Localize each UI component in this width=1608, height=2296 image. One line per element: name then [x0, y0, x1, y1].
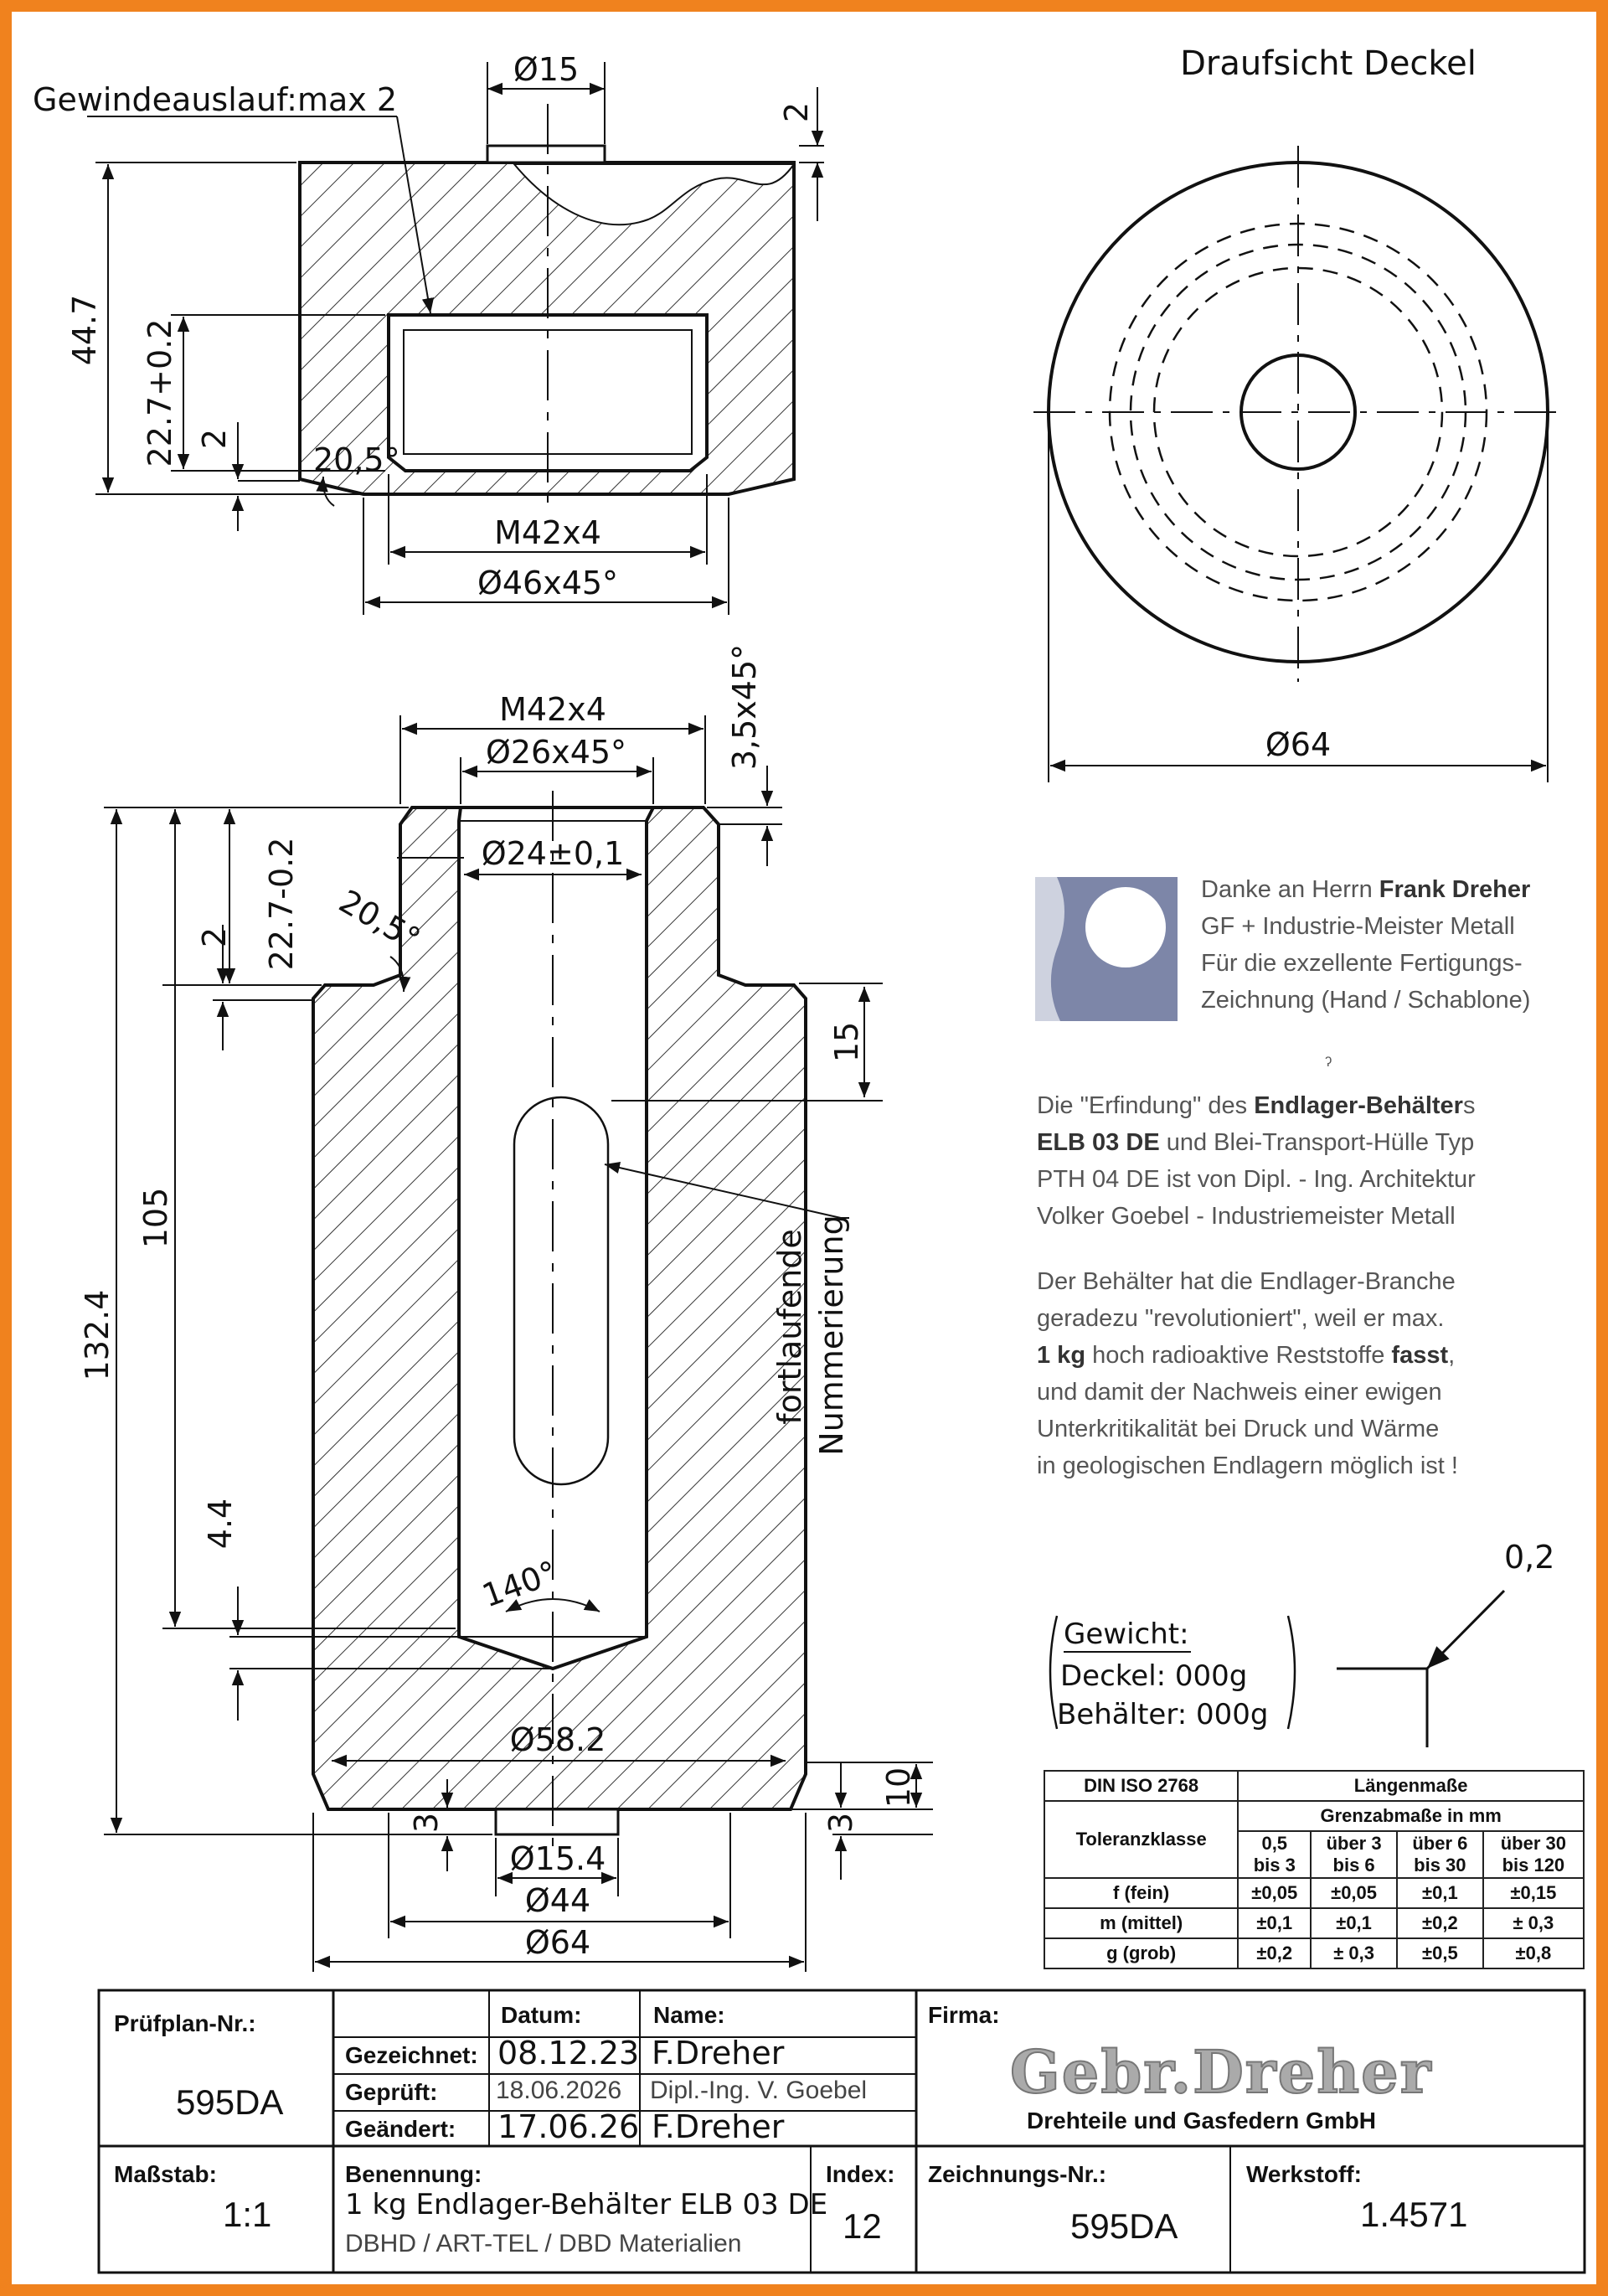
- dim-body-chamfer35: 3,5x45°: [726, 644, 763, 770]
- body-section: [312, 791, 807, 1855]
- dim-body-note-1: fortlaufende: [771, 1229, 808, 1424]
- dim-body-h3-left: 3: [408, 1813, 445, 1833]
- dim-body-note-2: Nummerierung: [813, 1215, 850, 1455]
- weight-title: Gewicht:: [1064, 1618, 1189, 1651]
- massstab-value: 1:1: [223, 2195, 272, 2234]
- geprueft-name: Dipl.-Ing. V. Goebel: [650, 2077, 868, 2104]
- dim-body-bore: Ø24±0,1: [482, 835, 625, 872]
- top-view-title: Draufsicht Deckel: [1180, 44, 1477, 83]
- dim-h447: 44.7: [66, 295, 103, 366]
- credits-line1: Danke an Herrn Frank Dreher: [1201, 876, 1531, 903]
- gezeichnet-name: F.Dreher: [652, 2035, 785, 2072]
- title-block-grid: [97, 1989, 1586, 2274]
- benennung-sub: DBHD / ART-TEL / DBD Materialien: [345, 2230, 742, 2257]
- dim-lid-chamfer: Ø46x45°: [477, 565, 618, 601]
- table-row: f (fein) ±0,05±0,05 ±0,1±0,15: [1043, 1877, 1585, 1909]
- technical-drawing: Ø15 Gewindeauslauf:max 2 2 44.7 22.7+0.2…: [33, 44, 1586, 2274]
- dim-body-h1324: 132.4: [79, 1290, 116, 1381]
- dim-lid-thread: M42x4: [494, 514, 601, 551]
- surface-roughness-value: 0,2: [1504, 1539, 1554, 1576]
- geprueft-date: 18.06.2026: [496, 2077, 622, 2104]
- dim-lid-angle: 20,5°: [313, 441, 400, 478]
- drawing-sheet: Ø15 Gewindeauslauf:max 2 2 44.7 22.7+0.2…: [12, 12, 1596, 2284]
- zeichnung-label: Zeichnungs-Nr.:: [928, 2161, 1107, 2187]
- dim-body-h15: 15: [828, 1022, 865, 1062]
- dim-body-chamfer26: Ø26x45°: [486, 734, 626, 771]
- dim-lid-top-2: 2: [778, 102, 815, 122]
- tol-subheader: Grenzabmaße in mm: [1237, 1800, 1585, 1832]
- geaendert-label: Geändert:: [345, 2116, 456, 2142]
- firma-sub: Drehteile und Gasfedern GmbH: [1027, 2108, 1376, 2133]
- dim-body-h227-minus: 22.7-0.2: [263, 838, 300, 971]
- credits-line3: Für die exzellente Fertigungs-: [1201, 950, 1523, 977]
- dim-body-d154: Ø15.4: [510, 1840, 606, 1877]
- lid-dimensions: [87, 62, 824, 615]
- dim-body-h2: 2: [196, 927, 233, 947]
- tol-header: Längenmaße: [1237, 1770, 1585, 1802]
- dim-body-d582: Ø58.2: [510, 1721, 606, 1758]
- weight-body: Behälter: 000g: [1057, 1698, 1268, 1731]
- dim-lid-h2: 2: [196, 429, 233, 449]
- zeichnung-value: 595DA: [1070, 2206, 1178, 2246]
- invention-note: Die "Erfindung" des Endlager-Behälters E…: [1037, 1092, 1476, 1230]
- benennung-value: 1 kg Endlager-Behälter ELB 03 DE: [345, 2188, 828, 2221]
- dim-body-h105: 105: [137, 1188, 174, 1249]
- tol-class-label: Toleranzklasse: [1043, 1800, 1240, 1879]
- revolution-note: Der Behälter hat die Endlager-Branche ge…: [1037, 1268, 1458, 1479]
- gezeichnet-date: 08.12.23: [497, 2035, 640, 2072]
- datum-label: Datum:: [501, 2002, 582, 2028]
- werkstoff-value: 1.4571: [1360, 2195, 1468, 2234]
- stray-mark: ˀ: [1325, 1054, 1332, 1076]
- dim-top-d64: Ø64: [1265, 726, 1331, 763]
- table-row: g (grob) ±0,2± 0,3 ±0,5±0,8: [1043, 1937, 1585, 1969]
- pruefplan-value: 595DA: [176, 2082, 284, 2122]
- dim-body-d44: Ø44: [525, 1882, 590, 1919]
- tol-standard: DIN ISO 2768: [1043, 1770, 1240, 1802]
- geprueft-label: Geprüft:: [345, 2079, 438, 2105]
- index-label: Index:: [826, 2161, 895, 2187]
- geaendert-date: 17.06.26: [497, 2108, 640, 2145]
- gezeichnet-label: Gezeichnet:: [345, 2042, 478, 2068]
- werkstoff-label: Werkstoff:: [1246, 2161, 1362, 2187]
- weight-box: Gewicht: Deckel: 000g Behälter: 000g: [1049, 1615, 1296, 1731]
- tolerance-table: DIN ISO 2768 Längenmaße Toleranzklasse G…: [1043, 1770, 1585, 1969]
- geaendert-name: F.Dreher: [652, 2108, 785, 2145]
- firma-label: Firma:: [928, 2002, 1000, 2028]
- lid-section: [298, 104, 796, 514]
- dim-d15: Ø15: [513, 51, 579, 88]
- weight-lid: Deckel: 000g: [1060, 1659, 1247, 1693]
- surface-roughness-symbol: [1337, 1589, 1506, 1747]
- table-row: m (mittel) ±0,1±0,1 ±0,2± 0,3: [1043, 1907, 1585, 1939]
- dim-thread-runout: Gewindeauslauf:max 2: [33, 81, 397, 118]
- dim-body-h44: 4.4: [202, 1499, 239, 1549]
- pruefplan-label: Prüfplan-Nr.:: [114, 2010, 256, 2036]
- credits-note: Danke an Herrn Frank Dreher GF + Industr…: [1201, 871, 1530, 1019]
- benennung-label: Benennung:: [345, 2161, 482, 2187]
- dim-body-h10: 10: [880, 1767, 917, 1808]
- index-value: 12: [843, 2206, 882, 2246]
- dim-body-h3-right: 3: [822, 1813, 859, 1833]
- dim-body-d64: Ø64: [525, 1924, 590, 1961]
- credit-logo: [1035, 877, 1178, 1021]
- dim-h227-plus: 22.7+0.2: [142, 319, 178, 467]
- massstab-label: Maßstab:: [114, 2161, 217, 2187]
- lid-dimension-labels: Ø15 Gewindeauslauf:max 2 2 44.7 22.7+0.2…: [33, 51, 815, 601]
- credits-line2: GF + Industrie-Meister Metall: [1201, 913, 1515, 940]
- top-view: Draufsicht Deckel Ø64: [1033, 44, 1561, 782]
- body-dimensions: [104, 715, 933, 1972]
- dim-body-thread: M42x4: [499, 691, 606, 728]
- name-label: Name:: [653, 2002, 725, 2028]
- credits-line4: Zeichnung (Hand / Schablone): [1201, 987, 1531, 1014]
- company-logo: Gebr.Dreher: [1009, 2036, 1433, 2108]
